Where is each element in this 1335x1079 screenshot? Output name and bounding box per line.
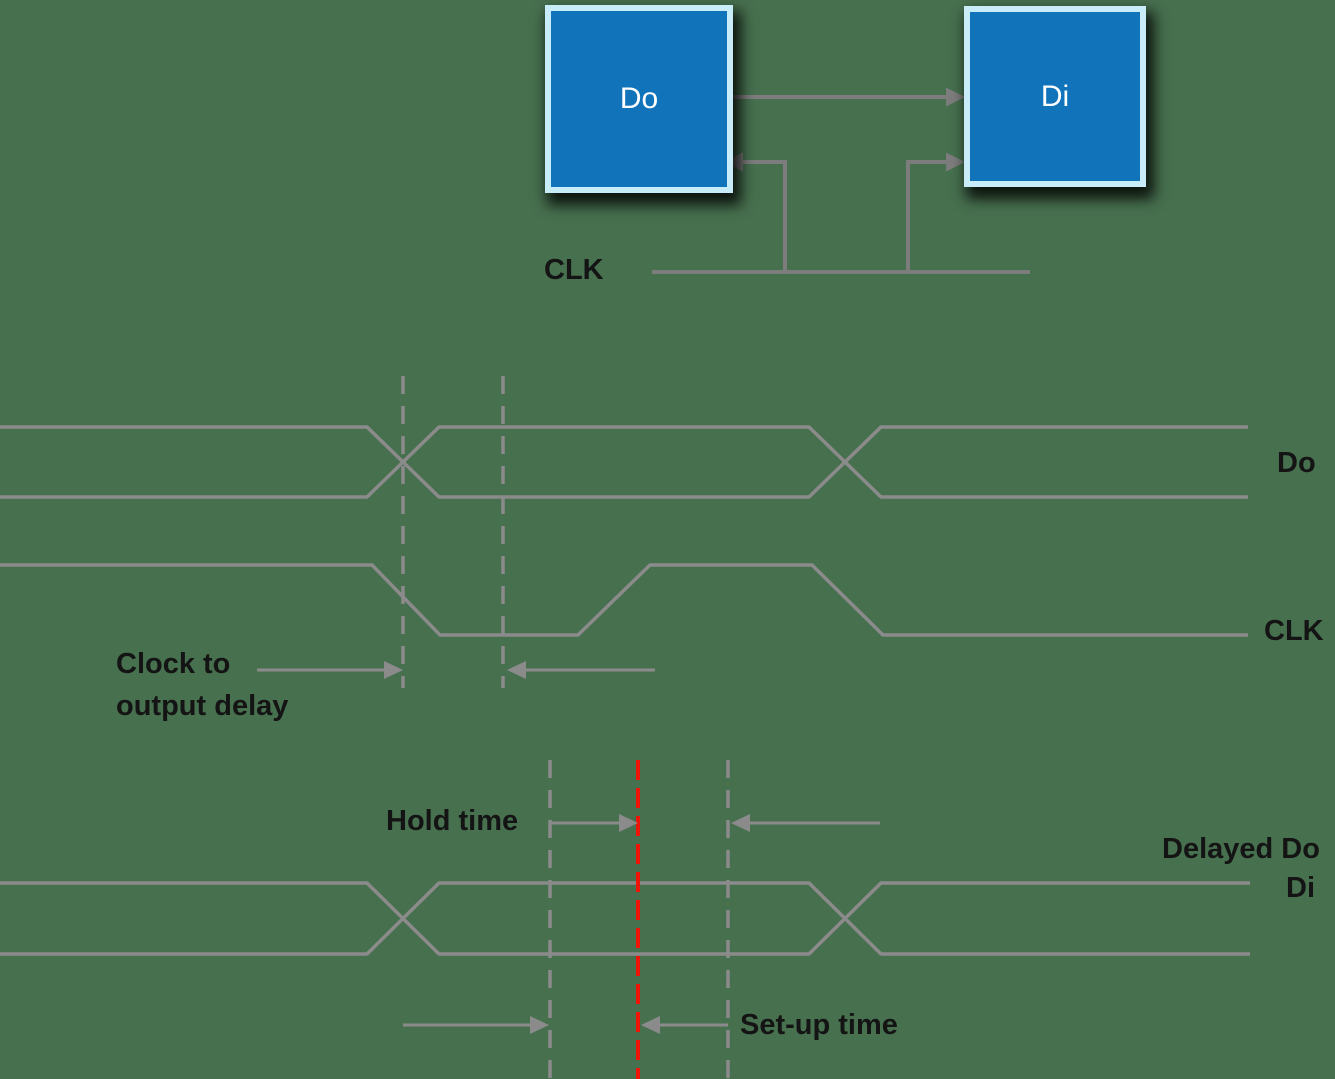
hold-time-label: Hold time (386, 805, 519, 837)
setup-right-arrowhead-icon (641, 1016, 660, 1034)
cod-left-arrowhead-icon (384, 661, 403, 679)
arrowhead-into-di-data-icon (946, 87, 965, 107)
clock-to-output-delay-line1: Clock to (116, 648, 231, 680)
hold-right-arrowhead-icon (731, 814, 750, 832)
di-box-label: Di (1040, 79, 1070, 113)
setup-time-label: Set-up time (740, 1009, 898, 1041)
clock-to-output-delay-measure (257, 661, 655, 679)
hold-left-arrowhead-icon (619, 814, 638, 832)
setup-left-arrowhead-icon (530, 1016, 549, 1034)
hold-time-measure (551, 814, 880, 832)
clk-source-label: CLK (544, 254, 604, 286)
clk-to-do-wire (742, 160, 787, 272)
lower-waveforms (0, 881, 1250, 956)
di-flipflop-box: Di (964, 6, 1146, 187)
do-flipflop-box: Do (545, 5, 733, 193)
clk-waveform (0, 563, 1248, 637)
delayed-do-waveform-label: Delayed Do (1162, 833, 1320, 865)
arrowhead-into-di-clk-icon (946, 152, 965, 172)
do-bus-rail-a (0, 425, 1248, 499)
arrowhead-into-do-clk-icon (724, 152, 743, 172)
di-waveform-label: Di (1286, 872, 1315, 904)
do-box-label: Do (619, 82, 659, 115)
delayed-do-rail-a (0, 881, 1250, 956)
do-waveform-label: Do (1277, 447, 1316, 479)
clk-waveform-label: CLK (1264, 615, 1324, 647)
setup-time-measure (403, 1016, 728, 1034)
clock-to-output-delay-line2: output delay (116, 690, 289, 722)
upper-waveforms (0, 425, 1248, 637)
cod-right-arrowhead-icon (507, 661, 526, 679)
clock-to-output-delay-label: Clock to output delay (116, 643, 336, 727)
block-wiring (652, 87, 1030, 274)
delayed-do-rail-b (0, 881, 1250, 956)
do-bus-rail-b (0, 425, 1248, 499)
clk-to-di-wire (906, 160, 946, 272)
